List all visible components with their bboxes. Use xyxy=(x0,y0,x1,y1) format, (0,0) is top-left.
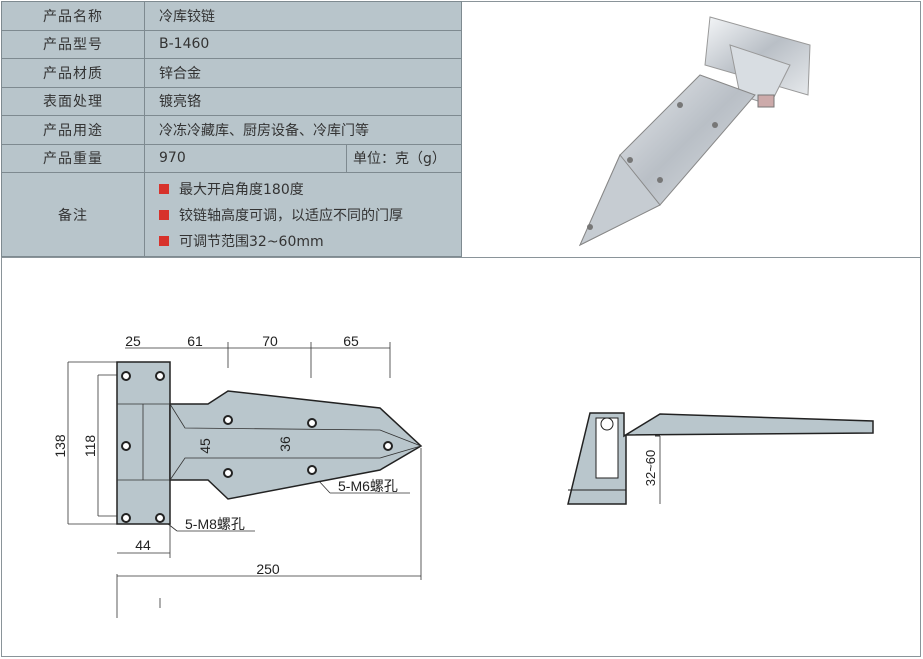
list-item: 铰链轴高度可调，以适应不同的门厚 xyxy=(159,202,447,228)
dim-70: 70 xyxy=(262,333,278,349)
table-row: 产品用途冷冻冷藏库、厨房设备、冷库门等 xyxy=(1,115,462,145)
side-view: 32~60 xyxy=(567,412,874,505)
note-text: 最大开启角度180度 xyxy=(179,181,304,198)
row-label: 表面处理 xyxy=(1,86,145,116)
dim-44: 44 xyxy=(135,537,151,553)
list-item: 最大开启角度180度 xyxy=(159,176,447,202)
notes-label: 备注 xyxy=(1,172,145,257)
row-value: 镀亮铬 xyxy=(144,86,462,116)
table-row: 产品材质锌合金 xyxy=(1,58,462,88)
list-item: 可调节范围32~60mm xyxy=(159,228,447,254)
technical-drawing: 25 61 70 65 138 118 45 36 44 250 5-M6螺孔 … xyxy=(52,333,874,618)
bullet-icon xyxy=(159,235,169,246)
weight-unit: 单位：克（g） xyxy=(346,143,462,173)
row-label: 产品型号 xyxy=(1,29,145,59)
row-value: B-1460 xyxy=(144,29,462,59)
dim-118: 118 xyxy=(82,435,98,458)
m8-callout: 5-M8螺孔 xyxy=(185,516,245,532)
dim-61: 61 xyxy=(187,333,203,349)
dim-138: 138 xyxy=(52,434,68,458)
row-label: 产品名称 xyxy=(1,1,145,31)
note-text: 铰链轴高度可调，以适应不同的门厚 xyxy=(179,207,403,224)
row-value: 冷冻冷藏库、厨房设备、冷库门等 xyxy=(144,115,462,145)
product-photo xyxy=(578,16,811,247)
screw-holes xyxy=(121,371,393,523)
table-row: 备注 最大开启角度180度 铰链轴高度可调，以适应不同的门厚 可调节范围32~6… xyxy=(1,172,462,257)
dim-36: 36 xyxy=(277,436,293,452)
row-value: 冷库铰链 xyxy=(144,1,462,31)
row-label: 产品用途 xyxy=(1,115,145,145)
notes-list: 最大开启角度180度 铰链轴高度可调，以适应不同的门厚 可调节范围32~60mm xyxy=(144,172,462,257)
row-label: 产品重量 xyxy=(1,143,145,173)
dim-adjust-range: 32~60 xyxy=(643,450,658,487)
dim-25: 25 xyxy=(125,333,141,349)
bullet-icon xyxy=(159,209,169,220)
row-label: 产品材质 xyxy=(1,58,145,88)
m6-callout: 5-M6螺孔 xyxy=(338,478,398,494)
row-value: 锌合金 xyxy=(144,58,462,88)
table-row: 产品名称冷库铰链 xyxy=(1,1,462,31)
dim-65: 65 xyxy=(343,333,359,349)
note-text: 可调节范围32~60mm xyxy=(179,233,324,250)
dim-45: 45 xyxy=(197,438,213,454)
table-row: 表面处理镀亮铬 xyxy=(1,86,462,116)
row-value: 970 xyxy=(144,143,347,173)
bullet-icon xyxy=(159,183,169,194)
dim-250: 250 xyxy=(256,561,280,577)
section-divider xyxy=(1,257,921,258)
